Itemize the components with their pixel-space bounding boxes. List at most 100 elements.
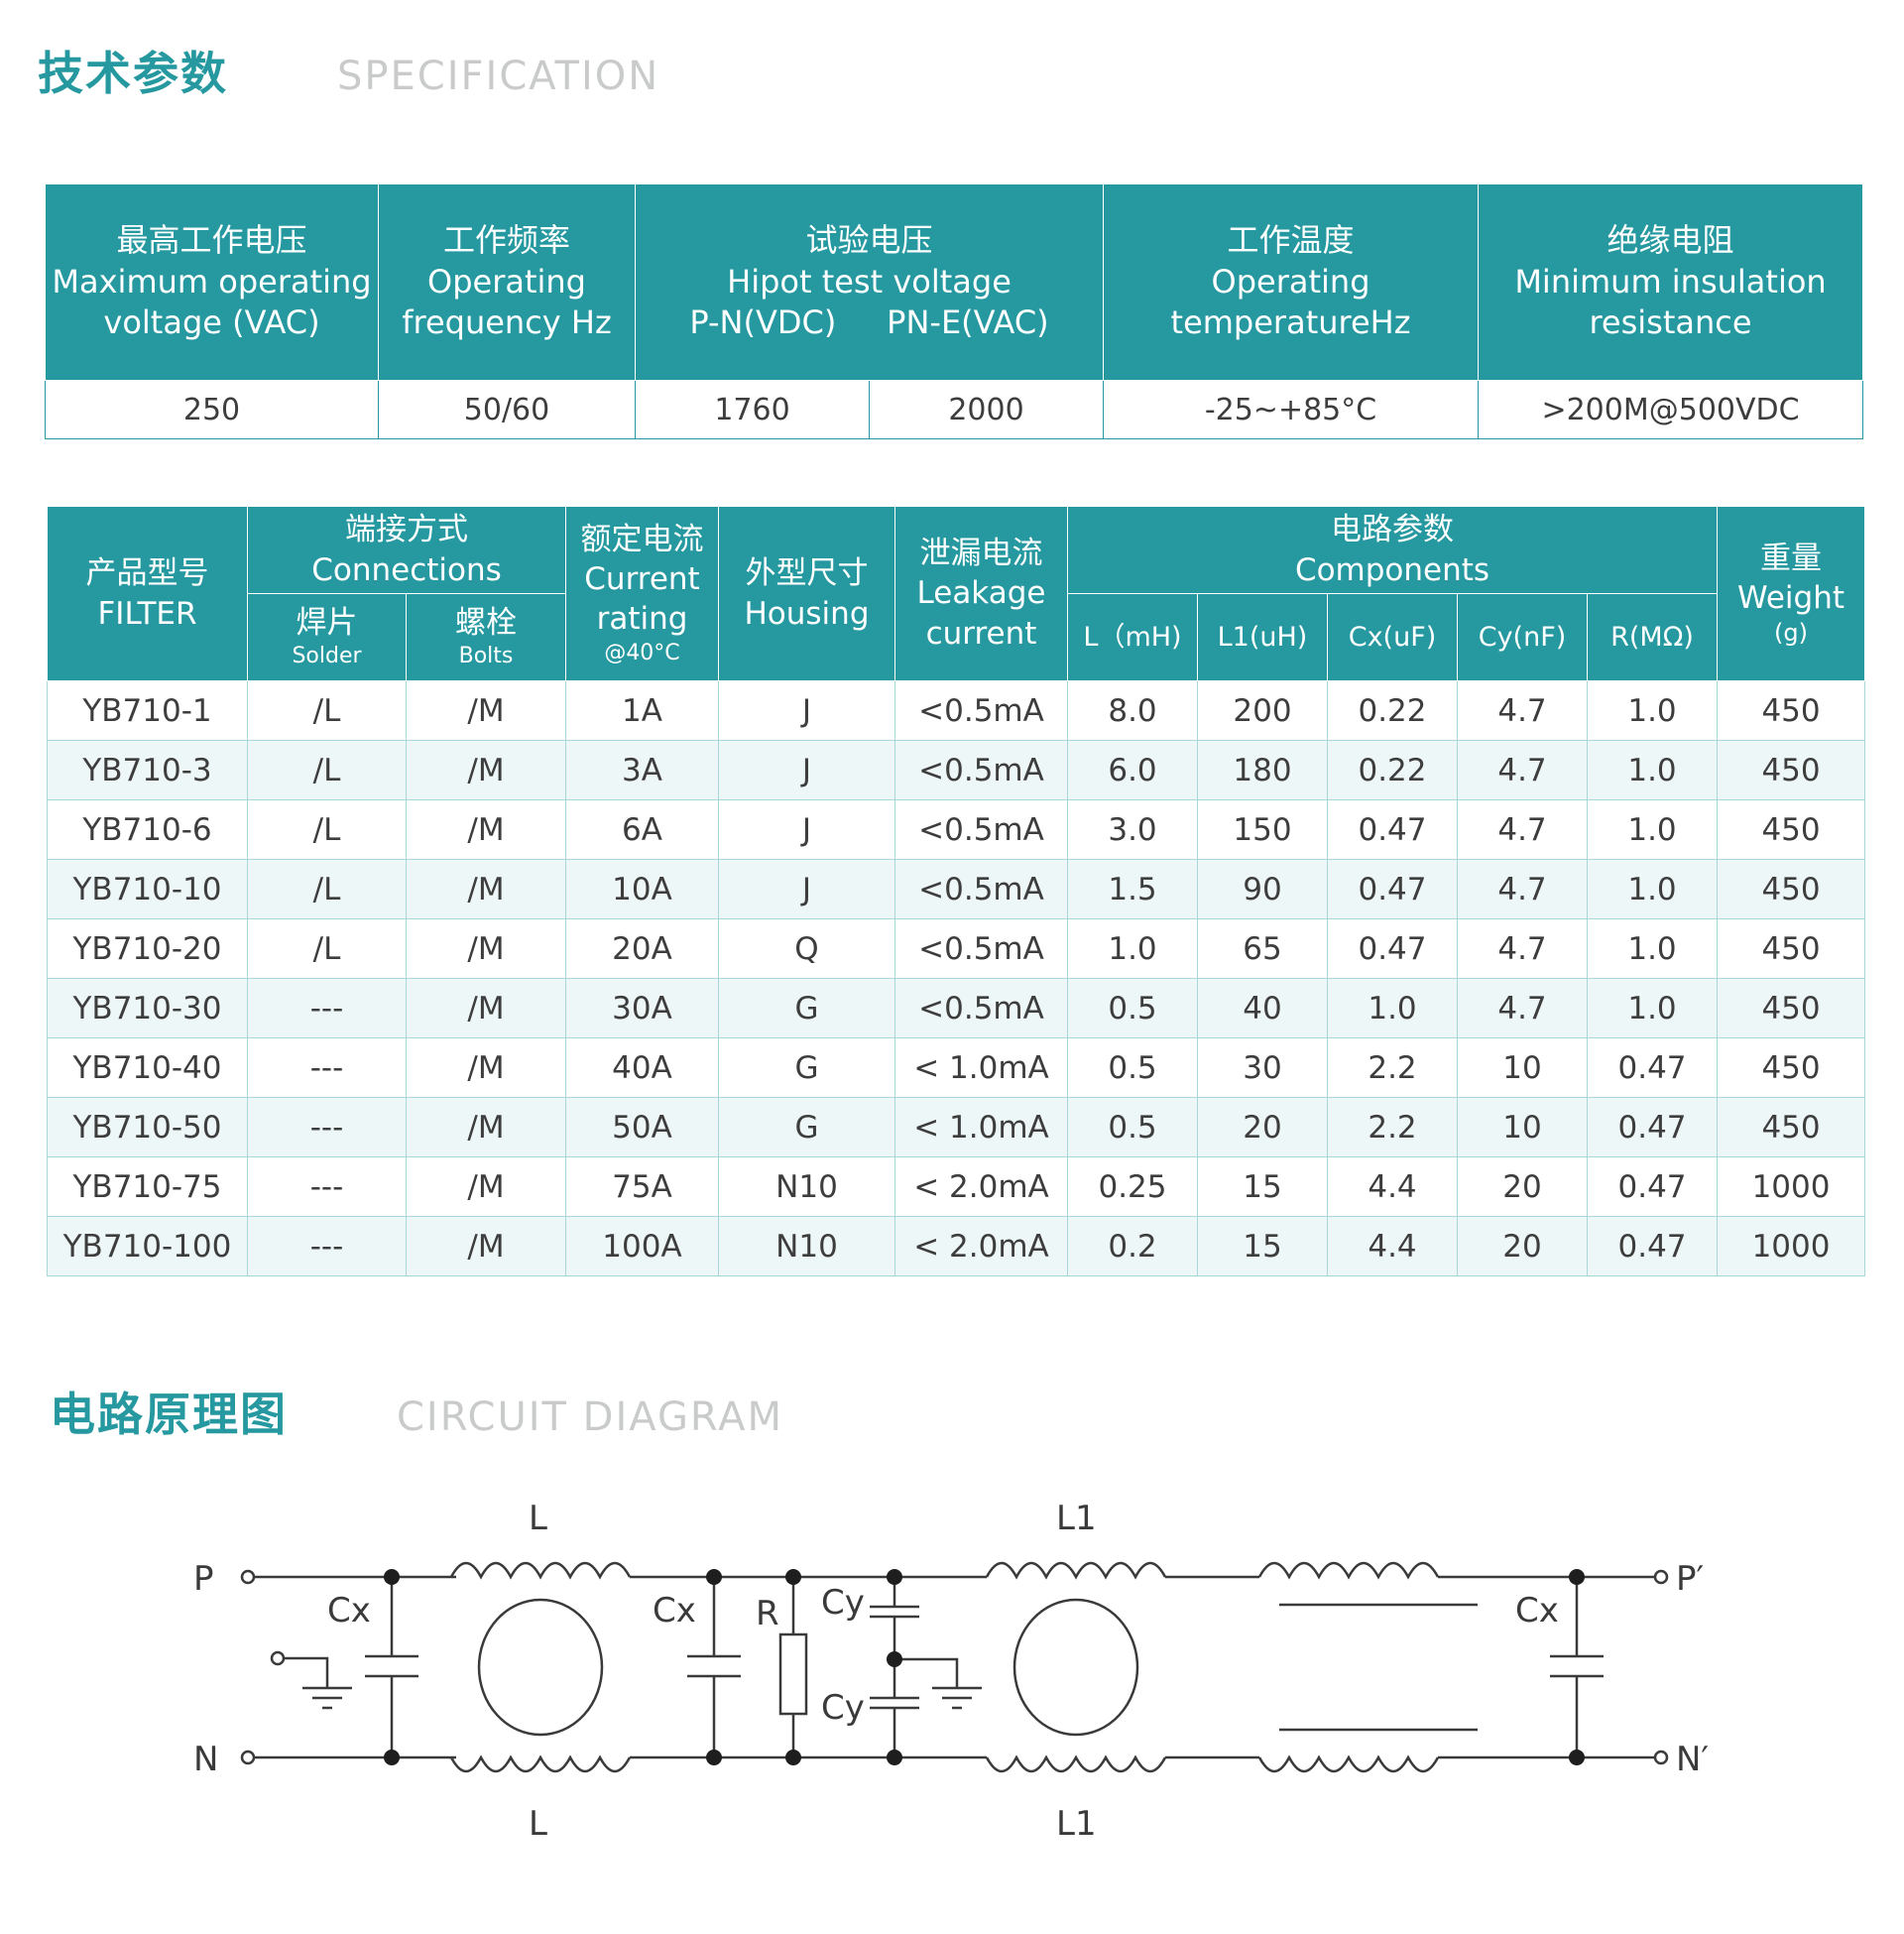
table-cell: 30: [1197, 1037, 1328, 1098]
terminal-n-icon: [240, 1750, 256, 1765]
table-cell: 75A: [565, 1156, 719, 1217]
header-solder: 焊片 Solder: [247, 593, 407, 681]
table-cell: 0.5: [1067, 1097, 1198, 1157]
table-cell: J: [718, 799, 895, 860]
spec-value: 250: [45, 380, 379, 439]
label-cy2: Cy: [821, 1688, 865, 1728]
model-cell: YB710-75: [47, 1156, 248, 1217]
terminal-p-icon: [240, 1569, 256, 1585]
table-cell: /L: [247, 918, 407, 979]
spec-value: >200M@500VDC: [1478, 380, 1864, 439]
table-cell: 20A: [565, 918, 719, 979]
label-cx2: Cx: [653, 1591, 696, 1631]
table-cell: < 1.0mA: [894, 1097, 1068, 1157]
table-cell: 6.0: [1067, 740, 1198, 800]
table-cell: 4.7: [1457, 680, 1588, 741]
label-p: P: [193, 1559, 214, 1599]
table-cell: 1.0: [1586, 799, 1719, 860]
filter-header-row-2: 焊片 Solder 螺栓 Bolts L（mH) L1(uH) Cx(uF) C…: [48, 593, 1865, 681]
spec-heading: 技术参数 SPECIFICATION: [38, 38, 659, 103]
table-cell: 20: [1457, 1216, 1588, 1276]
table-cell: <0.5mA: [894, 918, 1068, 979]
table-cell: J: [718, 680, 895, 741]
resistor-r-icon: [778, 1577, 808, 1757]
inductor-l1-bottom: [985, 1754, 1167, 1773]
table-cell: G: [718, 978, 895, 1038]
spec-table: 最高工作电压 Maximum operating voltage (VAC) 工…: [45, 183, 1864, 439]
table-cell: 2.2: [1327, 1037, 1458, 1098]
table-cell: 1000: [1717, 1216, 1866, 1276]
header-components: 电路参数 Components: [1066, 506, 1719, 594]
table-cell: 0.25: [1067, 1156, 1198, 1217]
table-cell: < 1.0mA: [894, 1037, 1068, 1098]
table-cell: <0.5mA: [894, 978, 1068, 1038]
table-cell: J: [718, 740, 895, 800]
table-cell: 100A: [565, 1216, 719, 1276]
model-cell: YB710-20: [47, 918, 248, 979]
table-cell: 450: [1717, 740, 1866, 800]
circuit-title-en: CIRCUIT DIAGRAM: [397, 1394, 783, 1440]
table-cell: 1A: [565, 680, 719, 741]
table-cell: < 2.0mA: [894, 1216, 1068, 1276]
label-l1-bottom: L1: [1056, 1804, 1097, 1844]
table-cell: /M: [406, 859, 566, 919]
table-cell: 10A: [565, 859, 719, 919]
table-cell: 40: [1197, 978, 1328, 1038]
label-cx1: Cx: [327, 1591, 371, 1631]
table-cell: /L: [247, 740, 407, 800]
table-cell: 0.47: [1586, 1156, 1719, 1217]
table-cell: 180: [1197, 740, 1328, 800]
table-cell: 1.0: [1586, 680, 1719, 741]
table-cell: J: [718, 859, 895, 919]
table-cell: < 2.0mA: [894, 1156, 1068, 1217]
model-cell: YB710-6: [47, 799, 248, 860]
table-cell: 450: [1717, 799, 1866, 860]
table-cell: /M: [406, 978, 566, 1038]
terminal-n-out-icon: [1653, 1750, 1669, 1765]
table-cell: 0.5: [1067, 978, 1198, 1038]
table-cell: 3A: [565, 740, 719, 800]
model-cell: YB710-50: [47, 1097, 248, 1157]
label-r: R: [756, 1594, 779, 1633]
table-cell: 90: [1197, 859, 1328, 919]
spec-header-frequency: 工作频率 Operating frequency Hz: [378, 183, 636, 381]
label-cx3: Cx: [1515, 1591, 1559, 1631]
capacitor-cx1-icon: [365, 1577, 418, 1757]
model-cell: YB710-3: [47, 740, 248, 800]
header-cy: Cy(nF): [1457, 593, 1588, 681]
table-cell: 1.0: [1586, 918, 1719, 979]
table-cell: /M: [406, 1037, 566, 1098]
table-cell: ---: [247, 1037, 407, 1098]
terminal-pe-icon: [270, 1650, 286, 1666]
table-cell: 15: [1197, 1216, 1328, 1276]
spec-title-en: SPECIFICATION: [337, 54, 660, 99]
table-cell: G: [718, 1037, 895, 1098]
table-cell: 450: [1717, 918, 1866, 979]
table-cell: 0.47: [1586, 1037, 1719, 1098]
table-cell: 8.0: [1067, 680, 1198, 741]
table-cell: 0.22: [1327, 740, 1458, 800]
table-cell: 2.2: [1327, 1097, 1458, 1157]
table-cell: /M: [406, 1156, 566, 1217]
table-cell: 200: [1197, 680, 1328, 741]
table-cell: 1.0: [1586, 740, 1719, 800]
model-cell: YB710-30: [47, 978, 248, 1038]
table-cell: ---: [247, 1097, 407, 1157]
table-cell: 1000: [1717, 1156, 1866, 1217]
table-cell: 0.22: [1327, 680, 1458, 741]
model-cell: YB710-40: [47, 1037, 248, 1098]
header-current: 额定电流 Current rating @40°C: [565, 506, 719, 681]
table-cell: 0.47: [1586, 1097, 1719, 1157]
table-cell: <0.5mA: [894, 740, 1068, 800]
table-cell: 10: [1457, 1097, 1588, 1157]
filter-table: 产品型号 FILTER 端接方式 Connections 额定电流 Curren…: [47, 506, 1866, 1276]
table-cell: 0.47: [1327, 799, 1458, 860]
table-cell: ---: [247, 1156, 407, 1217]
table-cell: 4.7: [1457, 799, 1588, 860]
